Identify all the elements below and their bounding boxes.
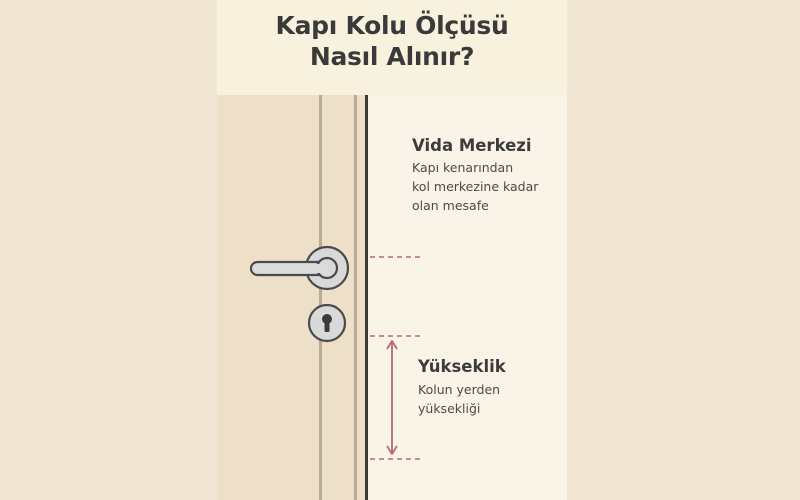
height-arrow-icon — [386, 340, 398, 455]
screw-center-description: Kapı kenarından kol merkezine kadar olan… — [412, 158, 538, 215]
title-line-1: Kapı Kolu Ölçüsü — [275, 11, 509, 40]
door-frame-line-left — [319, 95, 322, 500]
screw-center-desc-line-3: olan mesafe — [412, 198, 489, 213]
door-handle-icon — [249, 245, 350, 291]
door-frame-line-right — [354, 95, 357, 500]
screw-center-heading: Vida Merkezi — [412, 136, 532, 155]
height-description: Kolun yerden yüksekliği — [418, 380, 500, 418]
height-desc-line-2: yüksekliği — [418, 401, 481, 416]
title-line-2: Nasıl Alınır? — [309, 42, 475, 71]
height-heading: Yükseklik — [418, 357, 506, 376]
keyhole-icon — [307, 303, 347, 343]
title-box: Kapı Kolu Ölçüsü Nasıl Alınır? — [217, 0, 567, 95]
screw-center-desc-line-2: kol merkezine kadar — [412, 179, 539, 194]
screw-center-desc-line-1: Kapı kenarından — [412, 160, 514, 175]
height-desc-line-1: Kolun yerden — [418, 382, 501, 397]
door-leaf — [217, 95, 365, 500]
door-edge-line — [365, 95, 368, 500]
